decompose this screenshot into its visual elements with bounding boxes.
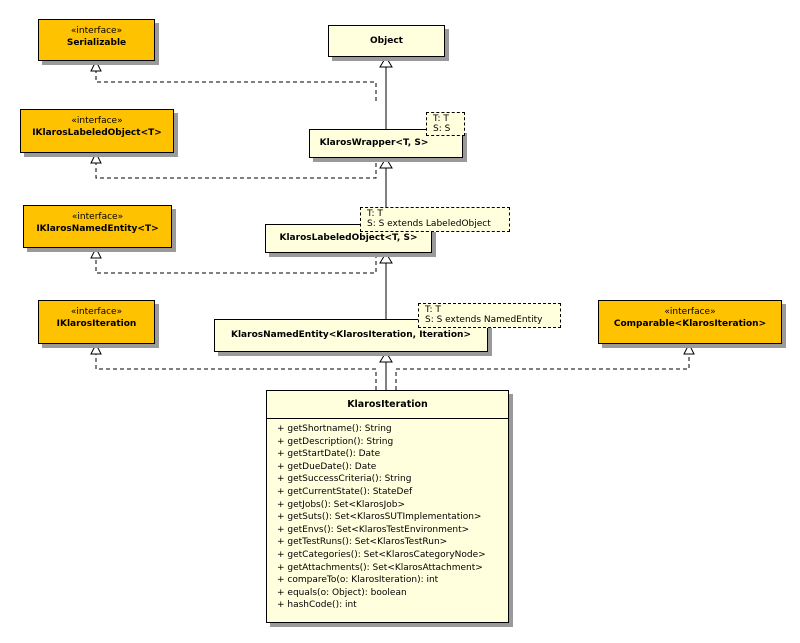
stereotype-label: «interface» <box>71 212 124 222</box>
interface-name: IKlarosLabeledObject<T> <box>32 128 162 138</box>
labeled-object-type-params-note: T: T S: S extends LabeledObject <box>360 207 510 232</box>
method-item: + getCurrentState(): StateDef <box>277 486 413 497</box>
interface-name: Comparable<KlarosIteration> <box>613 319 767 329</box>
klaros-wrapper-class-box: KlarosWrapper<T, S> <box>309 129 463 158</box>
arrowhead-named-entity <box>379 351 393 363</box>
method-item: + getCategories(): Set<KlarosCategoryNod… <box>277 549 486 560</box>
method-item: + getShortname(): String <box>277 424 392 434</box>
type-param: S: S extends LabeledObject <box>367 219 491 229</box>
iklaros-labeled-object-interface-box: «interface» IKlarosLabeledObject<T> <box>20 109 174 153</box>
interface-name: Serializable <box>66 38 127 48</box>
implements-line-iteration <box>95 353 377 390</box>
method-item: + getTestRuns(): Set<KlarosTestRun> <box>277 537 448 548</box>
method-item: + getStartDate(): Date <box>277 449 381 460</box>
type-param: T: T <box>433 114 449 124</box>
arrowhead-wrapper <box>379 157 393 169</box>
interface-name: IKlarosIteration <box>56 319 137 329</box>
type-param: T: T <box>425 305 441 315</box>
class-name: KlarosWrapper<T, S> <box>319 138 429 148</box>
class-name: KlarosIteration <box>267 391 508 419</box>
iklaros-iteration-interface-box: «interface» IKlarosIteration <box>38 300 155 344</box>
method-item: + getAttachments(): Set<KlarosAttachment… <box>277 562 483 573</box>
method-list: + getShortname(): String + getDescription… <box>267 419 508 612</box>
iklaros-named-entity-interface-box: «interface» IKlarosNamedEntity<T> <box>23 205 172 248</box>
object-class-box: Object <box>328 25 445 57</box>
method-item: + getSuccessCriteria(): String <box>277 474 412 485</box>
interface-name: IKlarosNamedEntity<T> <box>36 224 159 234</box>
arrowhead-ilabeled <box>90 151 102 164</box>
klaros-iteration-class-box: KlarosIteration + getShortname(): String… <box>266 390 509 623</box>
stereotype-label: «interface» <box>70 26 123 36</box>
method-item: + hashCode(): int <box>277 600 357 611</box>
implements-line-serializable <box>95 70 377 101</box>
serializable-interface-box: «interface» Serializable <box>38 19 155 61</box>
comparable-interface-box: «interface» Comparable<KlarosIteration> <box>598 300 782 344</box>
class-name: KlarosLabeledObject<T, S> <box>279 233 418 243</box>
type-param: T: T <box>367 209 383 219</box>
class-name: Object <box>370 36 403 46</box>
type-param: S: S extends NamedEntity <box>425 315 543 325</box>
stereotype-label: «interface» <box>70 307 123 317</box>
method-item: + getDueDate(): Date <box>277 461 377 472</box>
implements-line-comparable <box>395 353 690 390</box>
arrowhead-iiteration <box>90 342 102 355</box>
method-item: + equals(o: Object): boolean <box>277 587 407 598</box>
method-item: + getJobs(): Set<KlarosJob> <box>277 499 406 510</box>
arrowhead-inamed <box>90 246 102 259</box>
method-item: + getDescription(): String <box>277 436 394 447</box>
stereotype-label: «interface» <box>71 116 123 126</box>
type-param: S: S <box>433 124 451 134</box>
wrapper-type-params-note: T: T S: S <box>426 112 465 136</box>
arrowhead-comparable <box>683 342 695 355</box>
arrowhead-serializable <box>90 59 102 72</box>
method-item: + compareTo(o: KlarosIteration): int <box>277 575 439 586</box>
method-item: + getEnvs(): Set<KlarosTestEnvironment> <box>277 524 470 535</box>
implements-line-named <box>95 240 377 274</box>
implements-line-labeled <box>95 142 377 179</box>
named-entity-type-params-note: T: T S: S extends NamedEntity <box>418 303 561 328</box>
arrowhead-object <box>379 56 393 68</box>
stereotype-label: «interface» <box>664 307 716 317</box>
method-item: + getSuts(): Set<KlarosSUTImplementation… <box>277 512 482 523</box>
class-name: KlarosNamedEntity<KlarosIteration, Itera… <box>231 330 471 340</box>
arrowhead-labeled-object <box>379 252 393 264</box>
